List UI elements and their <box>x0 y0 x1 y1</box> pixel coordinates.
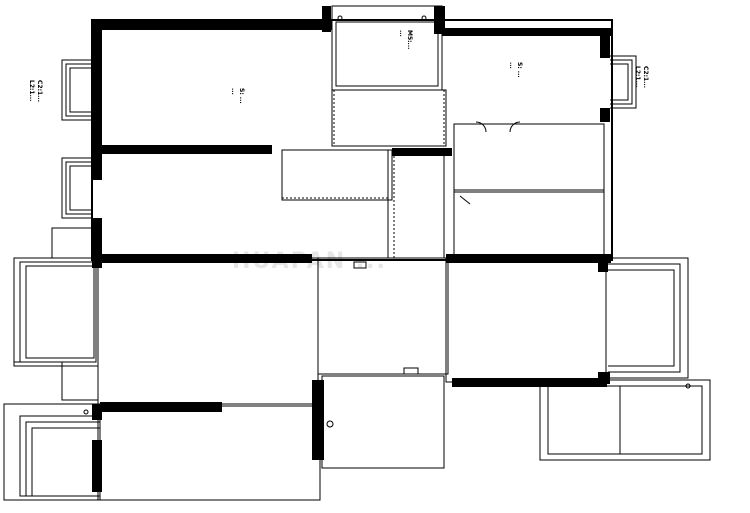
door-swing <box>459 195 471 205</box>
fixture-marker <box>421 15 427 21</box>
room-outline <box>97 403 321 501</box>
bay-window-left-top <box>61 59 92 121</box>
room-label-top-mid: M5:... ... <box>398 30 413 49</box>
room-outline <box>335 21 439 87</box>
fixture-marker <box>337 15 343 21</box>
wall-segment <box>92 120 102 180</box>
wall-segment <box>442 28 612 36</box>
svg-text:C2:1...: C2:1... <box>642 66 649 88</box>
svg-text:M5:...: M5:... <box>406 30 413 49</box>
room-outline <box>331 89 447 147</box>
bay-window-right-mid <box>608 257 689 379</box>
svg-text:C2:1...: C2:1... <box>36 80 43 102</box>
bay-window-left-lower <box>13 227 99 401</box>
wall-segment <box>600 28 610 58</box>
wall-segment <box>598 256 608 272</box>
fixture-marker <box>685 383 691 389</box>
room-outline <box>97 257 319 407</box>
door-marker <box>403 367 419 375</box>
svg-text:...: ... <box>230 88 237 95</box>
wall-segment <box>312 380 324 460</box>
fixture-marker <box>83 409 89 415</box>
svg-text:S: ...: S: ... <box>238 88 245 104</box>
wall-segment <box>92 20 102 150</box>
room-outline <box>453 123 605 193</box>
svg-text:...: ... <box>398 30 405 37</box>
window-label-left-top: C2:1... L2:1... <box>28 80 43 102</box>
fixture-marker <box>326 420 334 428</box>
wall-segment <box>92 404 102 420</box>
svg-text:L2:1...: L2:1... <box>28 80 35 101</box>
wall-segment <box>92 218 102 268</box>
wall-segment <box>600 108 610 122</box>
room-outline <box>453 189 605 257</box>
wall-segment <box>392 148 452 156</box>
wall-segment <box>100 402 222 412</box>
plan-outline-upper <box>91 19 613 261</box>
svg-text:L2:1...: L2:1... <box>634 66 641 87</box>
room-outline <box>445 257 607 383</box>
door-swing <box>509 121 521 133</box>
wall-segment <box>92 145 272 154</box>
svg-text:S: ...: S: ... <box>516 62 523 78</box>
room-outline <box>317 257 449 375</box>
door-marker <box>353 261 367 269</box>
bay-window-left-bottom <box>3 403 101 501</box>
bay-window-left-mid <box>61 157 92 219</box>
svg-text:...: ... <box>508 62 515 69</box>
room-label-top-left: S: ... ... <box>230 88 245 104</box>
room-label-top-right: S: ... ... <box>508 62 523 78</box>
wall-segment <box>92 440 102 492</box>
room-outline <box>387 149 445 259</box>
window-label-right-top: C2:1... L2:1... <box>634 66 649 88</box>
bay-window-right-top <box>610 55 637 109</box>
door-swing <box>475 121 487 133</box>
room-outline <box>281 149 393 201</box>
bay-window-right-bottom <box>539 379 711 461</box>
room-outline <box>321 375 445 469</box>
wall-segment <box>92 20 332 30</box>
